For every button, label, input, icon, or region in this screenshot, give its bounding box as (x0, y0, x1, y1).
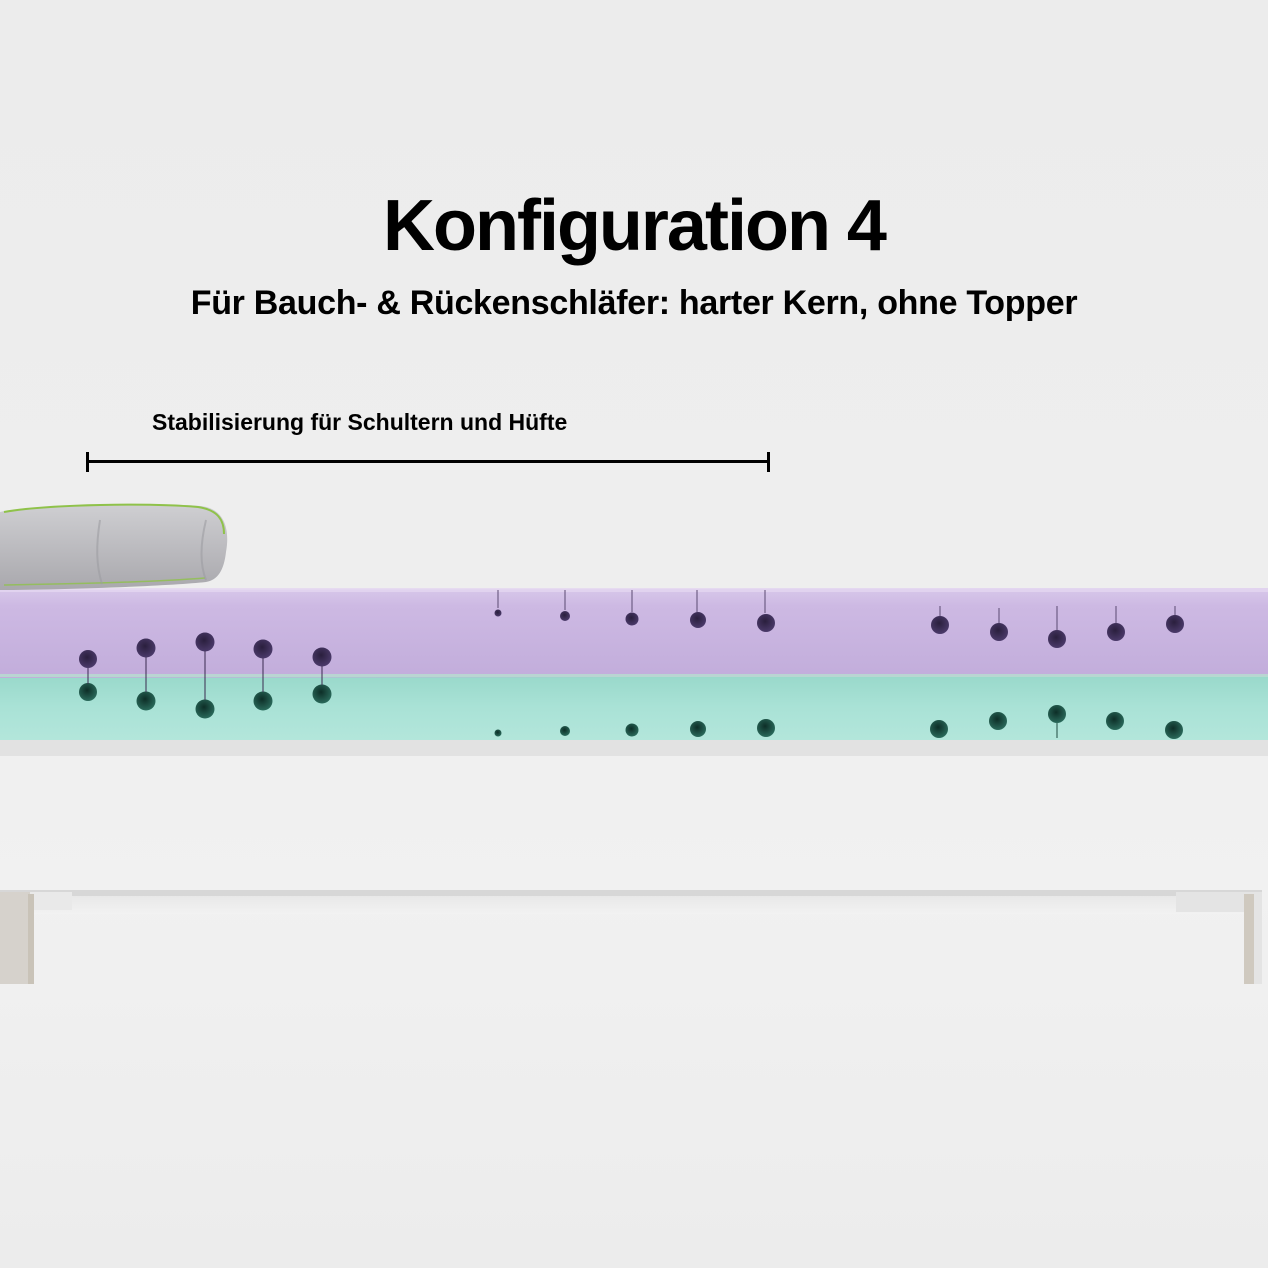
zone-annotation-label: Stabilisierung für Schultern und Hüfte (152, 409, 568, 435)
range-cap-left (86, 452, 89, 472)
pillow (0, 503, 228, 590)
middle-zone-holes (494, 590, 775, 737)
range-bar (86, 460, 770, 463)
range-cap-right (767, 452, 770, 472)
zone-range-indicator (86, 452, 770, 472)
page-subtitle: Für Bauch- & Rückenschläfer: harter Kern… (190, 284, 1078, 322)
left-zone-holes (79, 632, 332, 719)
right-zone-holes (930, 606, 1184, 739)
page-title: Konfiguration 4 (383, 186, 887, 266)
